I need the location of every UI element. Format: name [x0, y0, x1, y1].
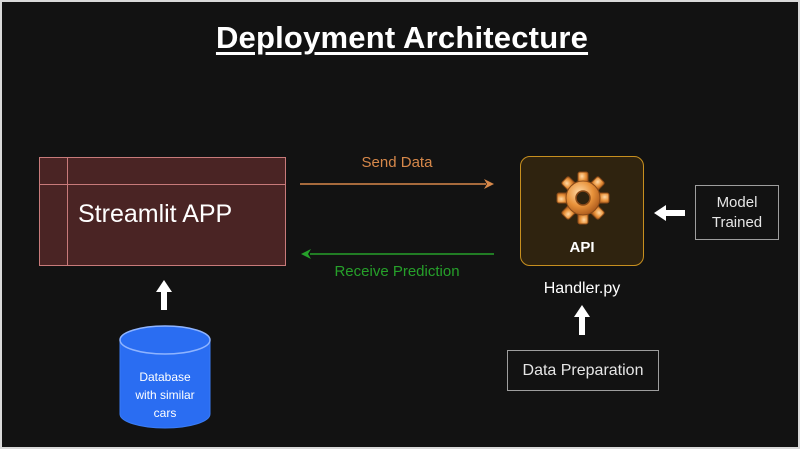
model-trained-line2: Trained — [711, 213, 763, 231]
api-label: API — [569, 239, 595, 256]
handler-label: Handler.py — [543, 280, 621, 297]
gear-icon — [556, 171, 610, 225]
receive-prediction-arrow — [301, 249, 494, 259]
data-preparation-box: Data Preparation — [507, 350, 659, 391]
database-cylinder — [119, 325, 211, 429]
api-box: API — [520, 156, 644, 266]
app-divider-vertical — [67, 158, 68, 265]
database-label: Database with similar cars — [120, 368, 210, 422]
database-label-line3: cars — [153, 406, 177, 420]
db-to-app-arrow — [156, 280, 172, 310]
streamlit-app-box: Streamlit APP — [39, 157, 286, 266]
diagram-title: Deployment Architecture — [215, 20, 589, 55]
model-trained-line1: Model — [716, 193, 758, 211]
model-to-api-arrow — [654, 205, 685, 221]
database-label-line1: Database — [139, 370, 191, 384]
send-data-label: Send Data — [361, 154, 433, 171]
data-preparation-label: Data Preparation — [522, 361, 644, 379]
streamlit-app-label: Streamlit APP — [78, 200, 233, 228]
send-data-arrow — [300, 179, 494, 189]
receive-prediction-label: Receive Prediction — [334, 263, 460, 280]
database-label-line2: with similar — [135, 388, 195, 402]
app-divider-horizontal — [40, 184, 285, 185]
model-trained-box: Model Trained — [695, 185, 779, 240]
prep-to-handler-arrow — [574, 305, 590, 335]
